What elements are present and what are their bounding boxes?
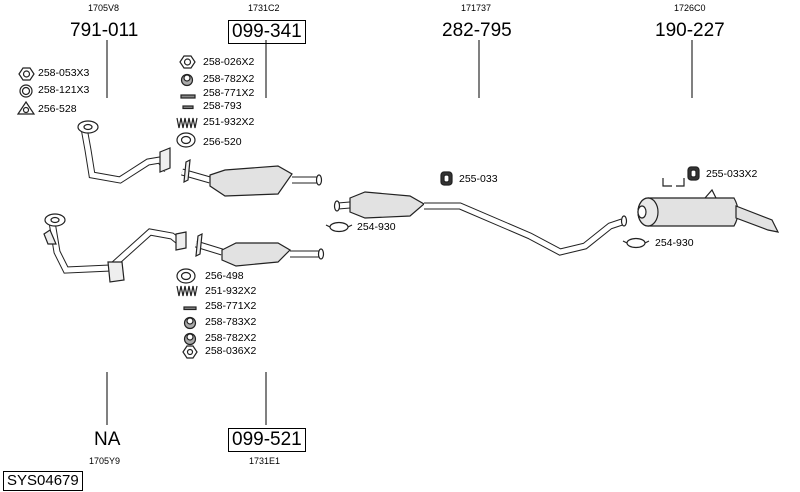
middle-pipe-part [333, 191, 628, 256]
leader-lines [106, 40, 693, 425]
part-number-cat-bottom[interactable]: 099-521 [228, 428, 306, 452]
fitting-label[interactable]: 258-771X2 [205, 300, 257, 312]
front-pipe-bottom-part [43, 213, 187, 283]
cat-bottom-fittings-icons [176, 268, 198, 359]
section-code-cat-top: 1731C2 [248, 3, 280, 13]
fitting-label[interactable]: 258-036X2 [205, 345, 257, 357]
fitting-label[interactable]: 256-498 [205, 270, 244, 282]
rear-silencer-part [637, 188, 780, 233]
rubber-hanger-icon [440, 171, 453, 186]
part-number-front-pipe-bottom[interactable]: NA [94, 429, 121, 450]
section-code-rear-silencer: 1726C0 [674, 3, 706, 13]
part-number-front-pipe-top[interactable]: 791-011 [70, 20, 139, 41]
system-id: SYS04679 [3, 471, 83, 491]
fitting-label[interactable]: 258-026X2 [203, 56, 255, 68]
fitting-label[interactable]: 258-121X3 [38, 84, 90, 96]
fitting-label[interactable]: 255-033X2 [706, 168, 758, 180]
section-code-front-pipe-bottom: 1705Y9 [89, 456, 121, 466]
fitting-label[interactable]: 258-053X3 [38, 67, 90, 79]
part-number-middle-pipe[interactable]: 282-795 [442, 20, 512, 41]
fitting-label[interactable]: 258-782X2 [203, 73, 255, 85]
section-code-cat-bottom: 1731E1 [249, 456, 281, 466]
left-top-fittings-icons [16, 67, 36, 115]
rubber-hanger-icon [687, 166, 700, 181]
fitting-label[interactable]: 258-771X2 [203, 87, 255, 99]
fitting-label[interactable]: 251-932X2 [203, 116, 255, 128]
fitting-label[interactable]: 258-783X2 [205, 316, 257, 328]
section-code-front-pipe-top: 1705V8 [88, 3, 120, 13]
fitting-label[interactable]: 258-782X2 [205, 332, 257, 344]
fitting-label[interactable]: 254-930 [357, 221, 396, 233]
spring-icon [176, 285, 198, 297]
front-pipe-top-part [77, 120, 171, 184]
bolt-icon [182, 105, 194, 110]
fitting-label[interactable]: 254-930 [655, 237, 694, 249]
cat-top-part [181, 158, 323, 197]
pipe-clamp-icon [325, 221, 353, 233]
cat-top-fittings-icons [176, 55, 198, 148]
fitting-label[interactable]: 258-793 [203, 100, 242, 112]
spring-icon [176, 117, 198, 129]
bolt-icon [180, 94, 196, 99]
pipe-clamp-icon [622, 237, 650, 249]
fitting-label[interactable]: 256-520 [203, 136, 242, 148]
part-number-rear-silencer[interactable]: 190-227 [655, 20, 725, 41]
cat-bottom-part [194, 232, 325, 267]
fitting-label[interactable]: 251-932X2 [205, 285, 257, 297]
fitting-label[interactable]: 256-528 [38, 103, 77, 115]
hangers-clamps-icons [325, 166, 700, 249]
section-code-middle-pipe: 171737 [461, 3, 492, 13]
part-number-cat-top[interactable]: 099-341 [228, 20, 306, 44]
bolt-icon [183, 306, 197, 311]
fitting-label[interactable]: 255-033 [459, 173, 498, 185]
